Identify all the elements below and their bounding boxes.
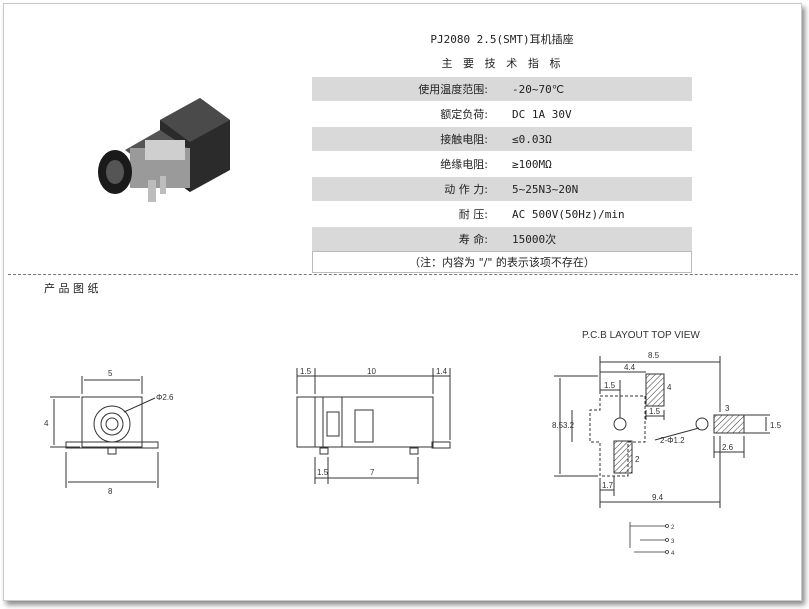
dim-pcb-holes: 2-Φ1.2 [660, 436, 685, 445]
dim-pcb-85-top: 8.5 [648, 351, 660, 360]
dim-pcb-26: 2.6 [722, 443, 734, 452]
front-view: 5 4 Φ2.6 8 [44, 369, 174, 496]
pin-label-2: 2 [635, 455, 640, 464]
spec-row: 寿 命:15000次 [312, 226, 692, 252]
pin-label-3: 3 [725, 404, 730, 413]
spec-label: 使用温度范围: [312, 76, 496, 102]
spec-label: 额定负荷: [312, 101, 496, 127]
dim-pcb-32: 3.2 [563, 421, 575, 430]
section-title: 产 品 图 纸 [44, 282, 99, 295]
dim-pcb-15-a: 1.5 [604, 381, 616, 390]
section-divider [8, 274, 798, 275]
dim-pcb-44: 4.4 [624, 363, 636, 372]
spec-row: 使用温度范围:-20~70℃ [312, 76, 692, 102]
dim-pcb-15-r: 1.5 [770, 421, 782, 430]
spec-row: 额定负荷:DC 1A 30V [312, 101, 692, 127]
spec-title: PJ2080 2.5(SMT)耳机插座 [430, 33, 574, 46]
spec-row: 动 作 力:5~25N3~20N [312, 176, 692, 202]
side-view: 1.5 10 1.4 1.5 7 [296, 367, 451, 484]
schematic-label-4: 4 [671, 551, 675, 557]
spec-value: 5~25N3~20N [496, 176, 692, 202]
spec-label: 耐 压: [312, 201, 496, 227]
spec-value: -20~70℃ [496, 76, 692, 102]
product-photo [98, 98, 230, 202]
dim-front-width: 5 [108, 369, 113, 378]
dim-pcb-94: 9.4 [652, 493, 664, 502]
spec-label: 动 作 力: [312, 176, 496, 202]
spec-row: 接触电阻:≤0.03Ω [312, 126, 692, 152]
spec-label: 绝缘电阻: [312, 151, 496, 177]
dim-front-base: 8 [108, 487, 113, 496]
dim-front-hole: Φ2.6 [156, 393, 174, 402]
dim-pcb-17: 1.7 [602, 481, 614, 490]
switch-schematic: 2 3 4 [629, 522, 675, 557]
spec-row: 绝缘电阻:≥100MΩ [312, 151, 692, 177]
schematic-label-3: 3 [671, 539, 675, 545]
pcb-layout: P.C.B LAYOUT TOP VIEW 8.5 4.4 1.5 [552, 330, 782, 508]
pin-label-4: 4 [667, 383, 672, 392]
dim-side-bot-mid: 7 [370, 468, 375, 477]
spec-note: （注：内容为 "/" 的表示该项不存在） [312, 251, 692, 273]
spec-value: 15000次 [496, 226, 692, 252]
dim-side-bot-left: 1.5 [317, 468, 329, 477]
dim-front-height: 4 [44, 419, 49, 428]
pcb-title: P.C.B LAYOUT TOP VIEW [582, 330, 700, 341]
spec-subtitle: 主 要 技 术 指 标 [441, 57, 563, 70]
dim-pcb-85-left: 8.5 [552, 421, 564, 430]
dim-side-top-left: 1.5 [300, 367, 312, 376]
spec-label: 寿 命: [312, 226, 496, 252]
dim-pcb-15-b: 1.5 [649, 407, 661, 416]
spec-row: 耐 压:AC 500V(50Hz)/min [312, 201, 692, 227]
spec-value: AC 500V(50Hz)/min [496, 201, 692, 227]
spec-value: DC 1A 30V [496, 101, 692, 127]
spec-table: 使用温度范围:-20~70℃ 额定负荷:DC 1A 30V 接触电阻:≤0.03… [312, 76, 692, 252]
dim-side-top-mid: 10 [367, 367, 376, 376]
dim-side-top-right: 1.4 [436, 367, 448, 376]
spec-value: ≤0.03Ω [496, 126, 692, 152]
schematic-label-2: 2 [671, 525, 675, 531]
